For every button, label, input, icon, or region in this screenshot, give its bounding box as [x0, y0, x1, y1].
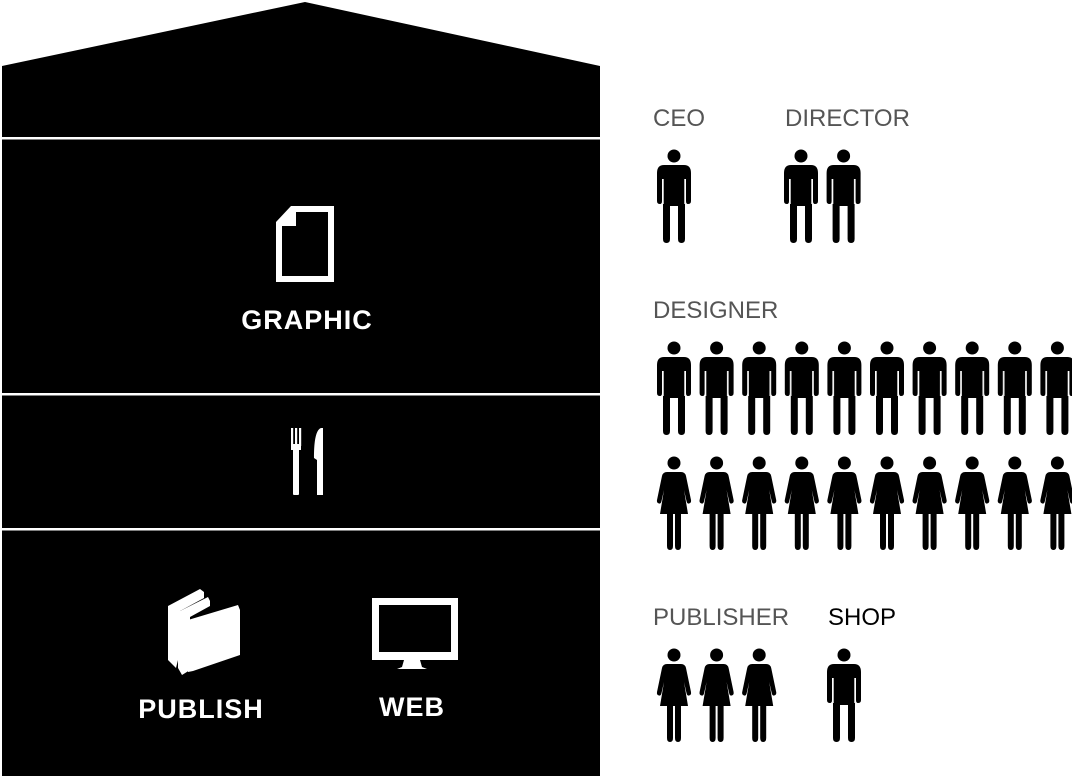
designer-man-icon [911, 340, 948, 436]
shop-label: SHOP [828, 604, 897, 631]
designer-woman-icon [656, 456, 692, 550]
designer-man-icon [741, 340, 777, 436]
designer-man-icon [826, 340, 863, 436]
shop-man-icon [826, 647, 862, 743]
ceo-label: CEO [653, 105, 706, 132]
fork-knife-icon [291, 428, 323, 495]
publisher-woman-icon [742, 648, 777, 742]
designer-man-icon [997, 340, 1033, 436]
designer-woman-icon [699, 456, 734, 550]
designer-woman-icon [1040, 456, 1072, 550]
publisher-woman-icon [656, 648, 692, 742]
books-icon [168, 589, 240, 675]
designer-woman-icon [827, 456, 862, 550]
house-shape [2, 2, 600, 776]
designer-woman-icon [784, 456, 819, 550]
graphic-label: GRAPHIC [241, 305, 373, 335]
director-man-icon [783, 148, 819, 244]
document-icon [276, 206, 334, 282]
designer-woman-icon [955, 456, 990, 550]
designer-woman-icon [912, 456, 947, 550]
publish-label: PUBLISH [138, 694, 264, 724]
director-man-icon [825, 148, 862, 244]
director-label: DIRECTOR [785, 105, 910, 132]
designer-man-icon [869, 340, 905, 436]
floor-divider [2, 528, 600, 531]
designer-man-icon [698, 340, 735, 436]
designer-woman-icon [742, 456, 777, 550]
designer-man-icon [954, 340, 990, 436]
designer-man-icon [784, 340, 820, 436]
designer-man-icon [656, 340, 692, 436]
designer-woman-icon [869, 456, 905, 550]
monitor-icon [372, 598, 458, 669]
publisher-woman-icon [699, 648, 734, 742]
web-label: WEB [379, 692, 445, 722]
designer-man-icon [1039, 340, 1072, 436]
designer-label: DESIGNER [653, 297, 779, 324]
ceo-man-icon [656, 148, 692, 244]
floor-divider [2, 137, 600, 140]
floor-divider [2, 393, 600, 396]
designer-woman-icon [997, 456, 1032, 550]
publisher-label: PUBLISHER [653, 604, 790, 631]
